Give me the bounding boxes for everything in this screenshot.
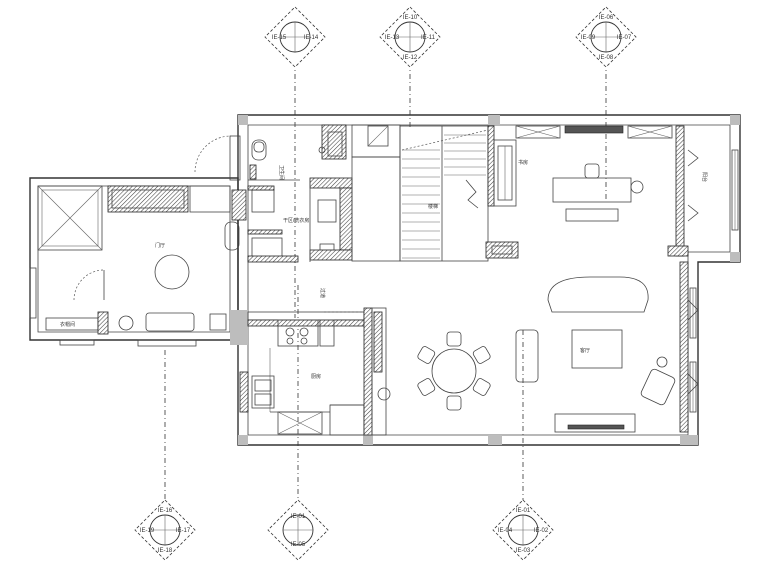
mid-wall-piece <box>485 241 519 259</box>
bathroom-utility <box>247 124 401 263</box>
room-label-study: 书房 <box>518 159 528 166</box>
room-label-closet: 衣帽间 <box>60 321 75 328</box>
room-labels: 卫生间 干区/洗衣房 门厅 过道 厨房 书房 楼梯 阳台 客厅 衣帽间 <box>60 159 708 380</box>
elevation-tag: IE-01 <box>291 514 306 520</box>
dining-chair <box>472 378 491 396</box>
elevation-tag: IE-06 <box>599 15 614 21</box>
entrance-block <box>29 135 248 347</box>
dining-area <box>417 331 491 411</box>
room-label-living: 客厅 <box>580 347 590 354</box>
room-label-kitchen: 厨房 <box>311 373 321 380</box>
dining-chair <box>446 395 462 411</box>
room-label-stair: 楼梯 <box>428 203 438 210</box>
elevation-tag: IE-05 <box>291 542 306 548</box>
elevation-tag: IE-15 <box>272 35 287 41</box>
living-room <box>515 261 699 433</box>
elevation-tag: IE-17 <box>176 528 191 534</box>
room-label-corridor: 过道 <box>319 288 326 298</box>
elevation-tag: IE-01 <box>516 508 531 514</box>
dining-chair <box>446 331 462 347</box>
room-label-balcony: 阳台 <box>701 172 708 182</box>
elevation-tag: IE-07 <box>617 35 632 41</box>
elevation-tag: IE-14 <box>304 35 319 41</box>
study-room <box>493 125 699 257</box>
dining-chair <box>417 346 436 364</box>
elevation-tag: IE-08 <box>599 55 614 61</box>
elevation-tag: IE-16 <box>158 508 173 514</box>
room-label-entrance: 门厅 <box>155 242 165 249</box>
elevation-tag: IE-10 <box>403 15 418 21</box>
elevation-index-symbol: IE-15 IE-14 <box>264 6 326 68</box>
elevation-tag: IE-11 <box>421 35 436 41</box>
dining-chair <box>417 378 436 396</box>
elevation-tag: IE-19 <box>140 528 155 534</box>
room-label-bathroom: 卫生间 <box>278 165 285 180</box>
elevation-tag: IE-04 <box>498 528 513 534</box>
staircase <box>399 125 495 262</box>
room-label-utility: 干区/洗衣房 <box>283 217 309 224</box>
elevation-tag: IE-09 <box>581 35 596 41</box>
dining-chair <box>472 346 491 364</box>
elevation-tag: IE-03 <box>516 548 531 554</box>
elevation-tag: IE-02 <box>534 528 549 534</box>
kitchen <box>239 307 391 436</box>
elevation-tag: IE-12 <box>403 55 418 61</box>
elevation-tag: IE-13 <box>385 35 400 41</box>
elevation-tag: IE-18 <box>158 548 173 554</box>
